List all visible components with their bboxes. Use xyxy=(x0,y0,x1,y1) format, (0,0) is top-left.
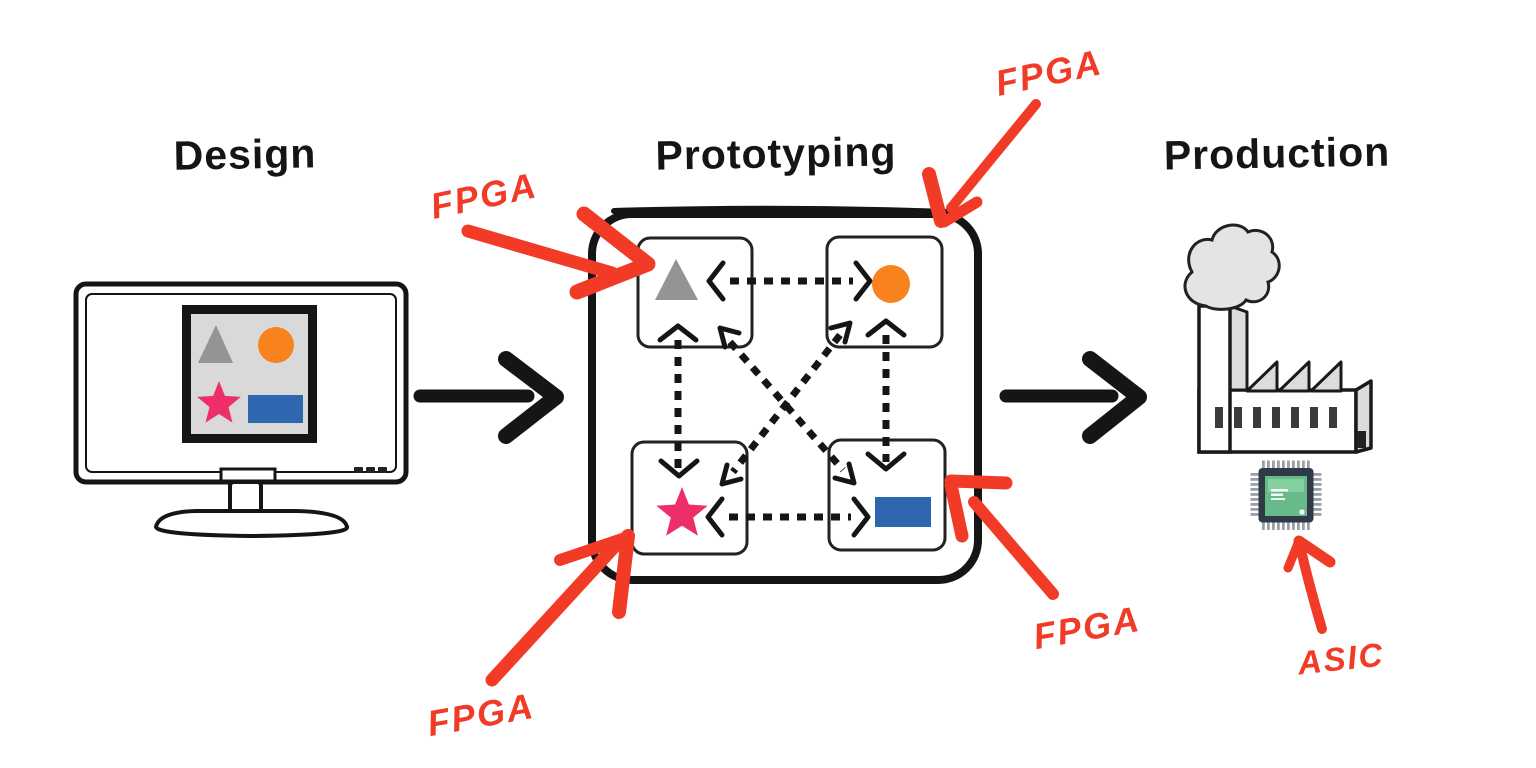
fpga-arrow-bottom-left xyxy=(485,529,635,687)
triangle-icon xyxy=(655,259,698,300)
arrowhead-up-icon xyxy=(657,323,699,343)
factory-windows xyxy=(1215,407,1337,428)
factory-door xyxy=(1357,431,1366,448)
asic-arrow xyxy=(1283,535,1336,634)
design-monitor xyxy=(73,281,409,539)
chimney-side xyxy=(1228,304,1249,392)
block-star xyxy=(630,440,749,556)
arrowhead-right-icon xyxy=(853,260,873,302)
rectangle-icon xyxy=(875,497,931,527)
monitor-stand-base xyxy=(153,509,349,539)
fpga-arrow-left xyxy=(461,206,656,300)
arrowhead-up-icon xyxy=(865,318,907,338)
asic-chip-icon xyxy=(1250,460,1322,530)
chip-pins xyxy=(1250,460,1322,530)
factory-sawtooth-roof xyxy=(1245,360,1343,393)
monitor-buttons xyxy=(354,467,387,473)
fpga-arrow-top xyxy=(922,99,1041,228)
chip-markings xyxy=(1271,489,1288,500)
arrowhead-left-icon xyxy=(706,260,726,302)
rectangle-icon xyxy=(248,395,303,423)
chip-die-band xyxy=(1268,479,1304,492)
dashed-link-arrowheads xyxy=(657,260,907,538)
prototyping-board xyxy=(588,205,982,584)
star-icon xyxy=(197,381,241,423)
prototyping-stage-label: Prototyping xyxy=(655,128,897,179)
factory-chimney xyxy=(1197,304,1232,454)
arrowhead-left-icon xyxy=(705,496,725,538)
arrowhead-down-icon xyxy=(658,458,700,479)
star-icon xyxy=(656,487,708,536)
outer-box-top-stroke xyxy=(611,205,953,215)
flow-arrow-prototyping-to-production xyxy=(999,351,1147,444)
design-stage-label: Design xyxy=(173,130,317,179)
arrowhead-upleft-icon xyxy=(717,325,742,350)
smoke-cloud-icon xyxy=(1183,223,1281,311)
arrowhead-right-icon xyxy=(851,496,871,538)
production-stage-label: Production xyxy=(1163,128,1391,179)
monitor-bezel-badge xyxy=(219,467,277,483)
arrowhead-upright-icon xyxy=(828,320,853,345)
flow-arrow-design-to-prototyping xyxy=(413,351,564,444)
arrowhead-downright-icon xyxy=(832,461,857,486)
triangle-icon xyxy=(198,325,233,363)
production-factory xyxy=(1183,223,1373,454)
circle-icon xyxy=(258,327,294,363)
arrowhead-down-icon xyxy=(865,451,907,472)
circle-icon xyxy=(872,265,910,303)
fpga-arrow-bottom-right xyxy=(944,474,1059,600)
dashed-link-diagonal-tr-bl xyxy=(730,332,843,475)
chip-pin1-dot xyxy=(1299,509,1305,515)
arrowhead-downleft-icon xyxy=(719,462,744,487)
